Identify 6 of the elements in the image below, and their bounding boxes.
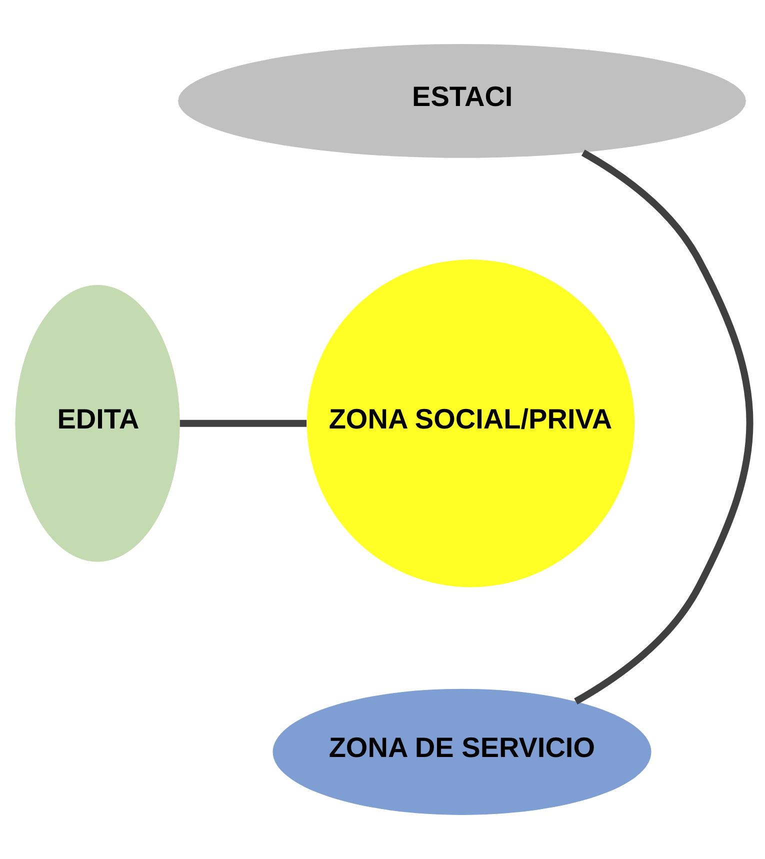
- connector: [574, 150, 754, 704]
- node-ellipse: ZONA DE SERVICIO: [272, 688, 652, 815]
- node-ellipse: ESTACI: [178, 44, 746, 158]
- node-circle: ZONA SOCIAL/PRIVA: [306, 260, 635, 588]
- connector: [180, 420, 307, 427]
- node-ellipse: EDITA: [15, 284, 180, 562]
